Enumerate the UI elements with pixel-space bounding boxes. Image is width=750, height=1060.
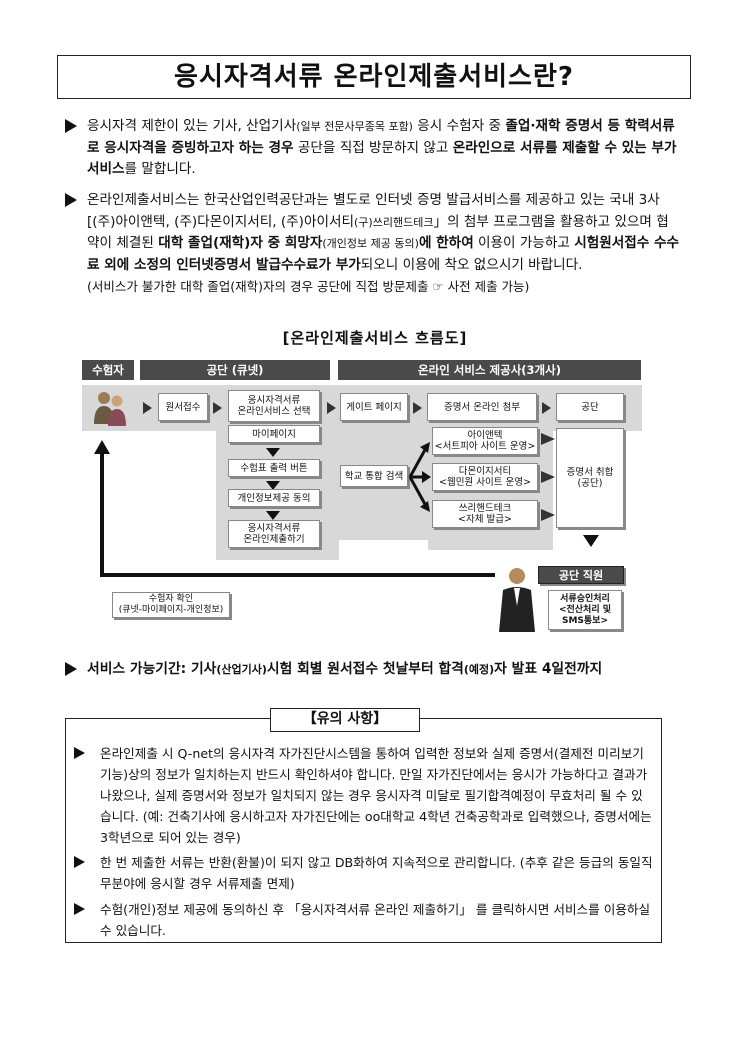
notice-item-text: 수험(개인)정보 제공에 동의하신 후 「응시자격서류 온라인 제출하기」 를 …: [100, 902, 651, 938]
ticket-button-box: 수험표 출력 버튼: [228, 459, 320, 477]
arrow-right-icon: [413, 402, 422, 414]
para1-text: 응시 수험자 중: [412, 118, 506, 134]
page-title: 응시자격서류 온라인제출서비스란?: [57, 55, 691, 99]
bullet-arrow-icon: [65, 662, 77, 676]
bullet-arrow-icon: [74, 747, 85, 759]
service-period: 서비스 가능기간: 기사(산업기사)시험 회별 원서접수 첫날부터 합격(예정)…: [65, 659, 680, 681]
service-paragraph: 온라인제출서비스는 한국산업인력공단과는 별도로 인터넷 증명 발급서비스를 제…: [65, 190, 680, 299]
period-text: 서비스 가능기간: 기사: [87, 661, 217, 677]
merge-arrows-icon: [541, 433, 555, 521]
company3-box: 쓰리핸드테크 <자체 발급>: [432, 500, 538, 528]
period-small: (예정): [463, 663, 495, 676]
attach-box: 증명서 온라인 첨부: [427, 393, 537, 421]
period-text: 자 발표 4일전까지: [494, 661, 603, 677]
mypage-box: 마이페이지: [228, 425, 320, 443]
arrow-right-icon: [143, 402, 152, 414]
para2-text: 온라인제출서비스는 한국산업인력공단과는 별도로 인터넷 증명 발급서비스를 제…: [87, 192, 660, 230]
header-examinee: 수험자: [82, 360, 134, 380]
para1-bold: 온라인으로 서류를 제출할 수 있는 부가 서비스: [87, 139, 677, 178]
arrow-right-icon: [327, 402, 336, 414]
notice-item: 한 번 제출한 서류는 반환(환불)이 되지 않고 DB화하여 지속적으로 관리…: [74, 852, 654, 894]
para2-note: (서비스가 불가한 대학 졸업(재학)자의 경우 공단에 직접 방문제출 ☞ 사…: [87, 279, 530, 294]
para1-text: 응시자격 제한이 있는 기사, 산업기사: [87, 118, 297, 134]
consent-box: 개인정보제공 동의: [228, 489, 320, 507]
arrow-right-icon: [542, 402, 551, 414]
period-text: 시험 회별 원서접수 첫날부터 합격: [266, 661, 464, 677]
para2-small: (개인정보 제공 동의): [322, 237, 419, 250]
intro-paragraph: 응시자격 제한이 있는 기사, 산업기사(일부 전문사무종목 포함) 응시 수험…: [65, 116, 680, 181]
para1-bold: 졸업·재학 증명서 등 학력서류로 응시자격을 증빙하고자 하는 경우: [87, 118, 675, 156]
return-arrow-icon: [94, 440, 495, 577]
select-service-box: 응시자격서류 온라인서비스 선택: [228, 390, 320, 422]
notice-item: 온라인제출 시 Q-net의 응시자격 자가진단시스템을 통하여 입력한 정보와…: [74, 743, 654, 848]
para1-text: 공단을 직접 방문하지 않고: [293, 139, 453, 156]
company2-box: 다몬이지서티 <웹민원 사이트 운영>: [432, 463, 538, 491]
apply-box: 원서접수: [158, 393, 208, 421]
header-online-providers: 온라인 서비스 제공사(3개사): [338, 360, 641, 380]
company1-box: 아이앤텍 <서트피아 사이트 운영>: [432, 427, 538, 455]
branch-arrows-icon: [408, 442, 431, 512]
gate-page-box: 게이트 페이지: [340, 393, 408, 421]
submit-online-box: 응시자격서류 온라인제출하기: [228, 520, 320, 548]
examinee-confirm-box: 수험자 확인 (큐넷-마이페이지-개인정보): [112, 592, 230, 618]
period-small: (산업기사): [216, 663, 267, 676]
notice-item: 수험(개인)정보 제공에 동의하신 후 「응시자격서류 온라인 제출하기」 를 …: [74, 899, 654, 941]
para1-text: 를 말합니다.: [124, 161, 196, 177]
staff-person-icon: [499, 568, 535, 632]
arrow-down-icon: [583, 535, 599, 547]
school-search-box: 학교 통합 검색: [340, 465, 408, 487]
header-agency: 공단 (큐넷): [140, 360, 330, 380]
bullet-arrow-icon: [65, 119, 77, 133]
agency-box: 공단: [556, 393, 624, 421]
para1-small: (일부 전문사무종목 포함): [296, 120, 413, 133]
para2-text: 」의 첨부 프로그램을 활용하고 있으며 협약이 체결된: [87, 213, 669, 252]
approval-box: 서류승인처리 <전산처리 및 SMS통보>: [548, 590, 622, 630]
bullet-arrow-icon: [74, 903, 85, 915]
flow-title: [온라인제출서비스 흐름도]: [282, 329, 468, 347]
para2-text: 되오니 이용에 착오 없으시기 바랍니다.: [360, 256, 583, 273]
para2-small: (구)쓰리핸드테크: [354, 215, 434, 229]
notice-item-text: 온라인제출 시 Q-net의 응시자격 자가진단시스템을 통하여 입력한 정보와…: [100, 746, 652, 845]
staff-box: 공단 직원: [538, 566, 624, 584]
para2-text: 이용이 가능하고: [473, 235, 575, 251]
arrow-down-icon: [266, 481, 280, 490]
collect-box: 증명서 취합 (공단): [556, 428, 624, 528]
examinee-icon: [94, 392, 126, 426]
bullet-arrow-icon: [74, 856, 85, 868]
bullet-arrow-icon: [65, 193, 77, 207]
para2-bold: 대학 졸업(재학)자 중 희망자: [158, 235, 323, 251]
arrow-right-icon: [213, 402, 222, 414]
arrow-down-icon: [266, 511, 280, 520]
para2-bold: 시험원서접수 수수료 외에 소정의 인터넷증명서 발급수수료가 부가: [87, 235, 680, 273]
notice-item-text: 한 번 제출한 서류는 반환(환불)이 되지 않고 DB화하여 지속적으로 관리…: [100, 855, 653, 891]
arrow-down-icon: [266, 448, 280, 457]
notice-title: 【유의 사항】: [270, 708, 420, 732]
para2-bold: 에 한하여: [418, 235, 474, 251]
